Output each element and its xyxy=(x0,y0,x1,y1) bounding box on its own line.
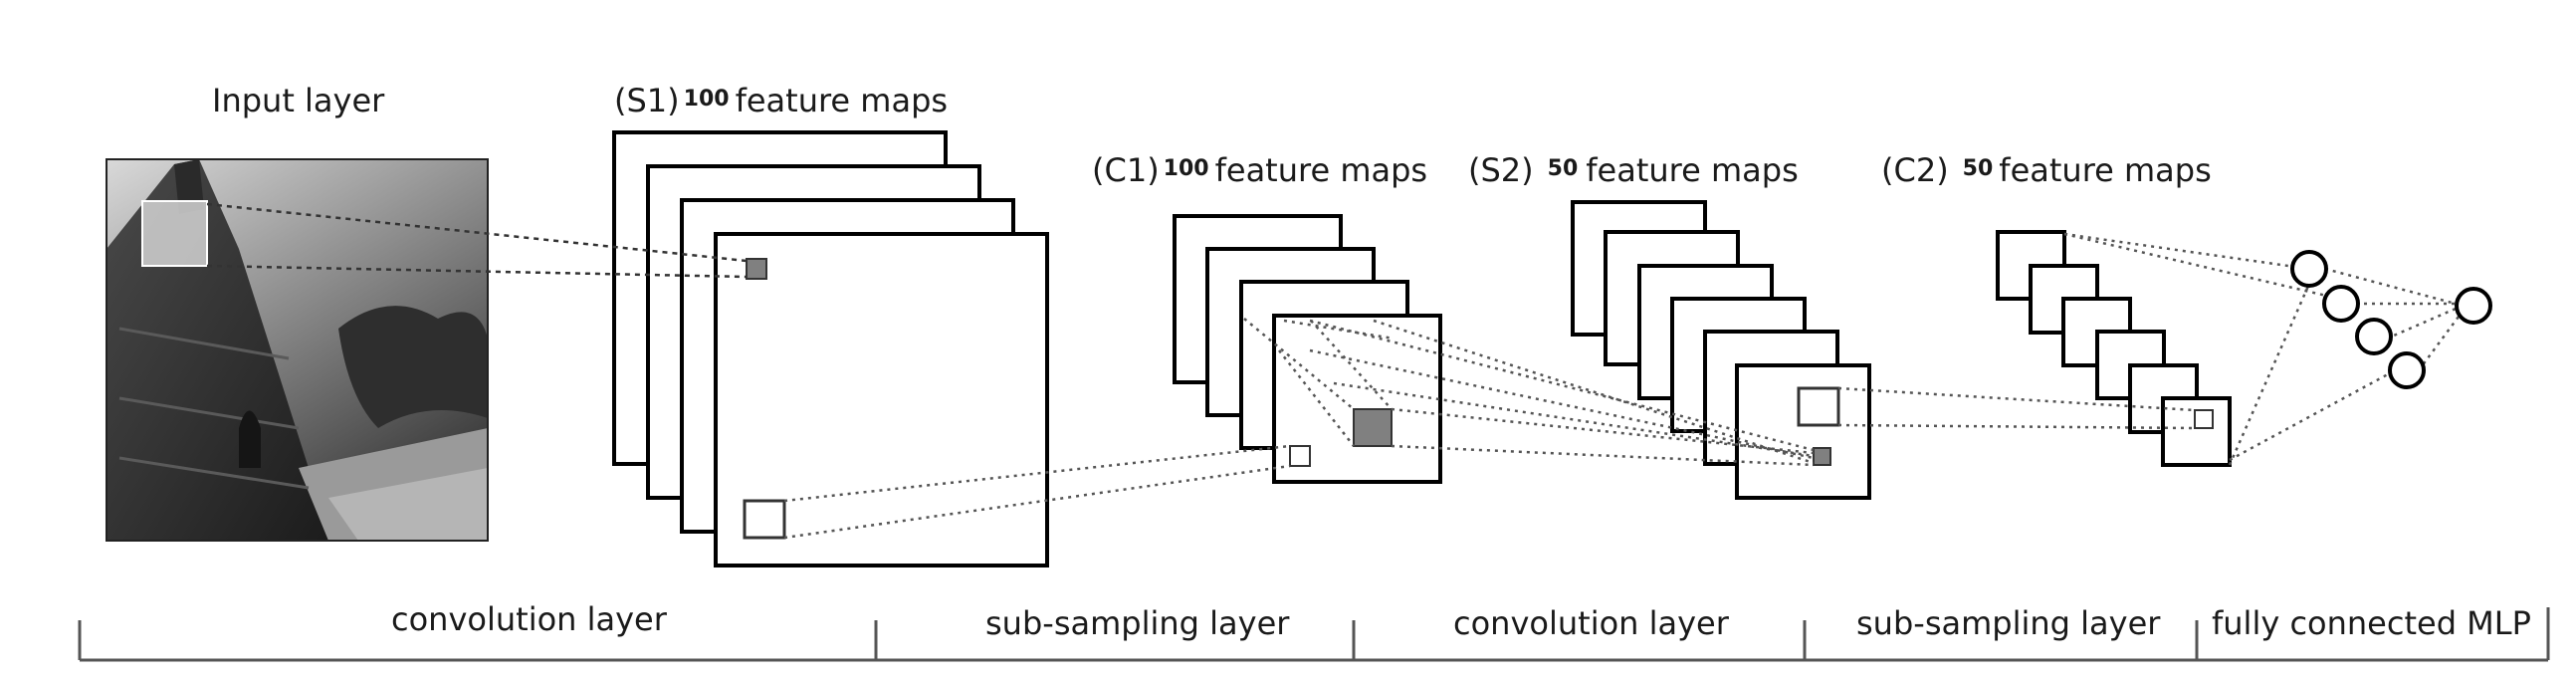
mlp-connections xyxy=(2063,232,2461,466)
s2-pooling-window xyxy=(1797,386,1840,427)
c2-feature-unit xyxy=(2194,409,2214,429)
s2-feature-unit xyxy=(1813,447,1831,466)
stage-label: sub-sampling layer xyxy=(985,604,1290,642)
stage-label: convolution layer xyxy=(391,600,668,638)
input-receptive-field xyxy=(141,200,208,267)
s1-to-c1-connections xyxy=(783,444,1291,540)
stage-brackets: convolution layer sub-sampling layer con… xyxy=(78,600,2550,662)
c1-pooled-unit xyxy=(1289,445,1311,467)
stage-label: convolution layer xyxy=(1453,604,1730,642)
stage-label: sub-sampling layer xyxy=(1856,604,2161,642)
mlp-nodes xyxy=(2290,250,2492,389)
s1-pooling-window xyxy=(743,499,786,540)
c1-convolution-window xyxy=(1353,408,1393,447)
stage-label: fully connected MLP xyxy=(2212,604,2531,642)
input-layer: Input layer xyxy=(106,82,489,542)
c1-to-s2-connections xyxy=(1309,319,1815,467)
s2-to-c2-connections xyxy=(1837,386,2196,430)
mlp-hidden-node xyxy=(2388,351,2426,389)
mlp-hidden-node xyxy=(2355,318,2393,355)
input-image xyxy=(106,158,489,542)
mlp-hidden-node xyxy=(2322,285,2360,323)
input-layer-label: Input layer xyxy=(212,82,385,119)
mlp-output-node xyxy=(2455,287,2492,325)
input-to-s1-connections xyxy=(206,202,748,279)
mlp-hidden-node xyxy=(2290,250,2328,288)
s1-feature-unit xyxy=(746,258,767,280)
